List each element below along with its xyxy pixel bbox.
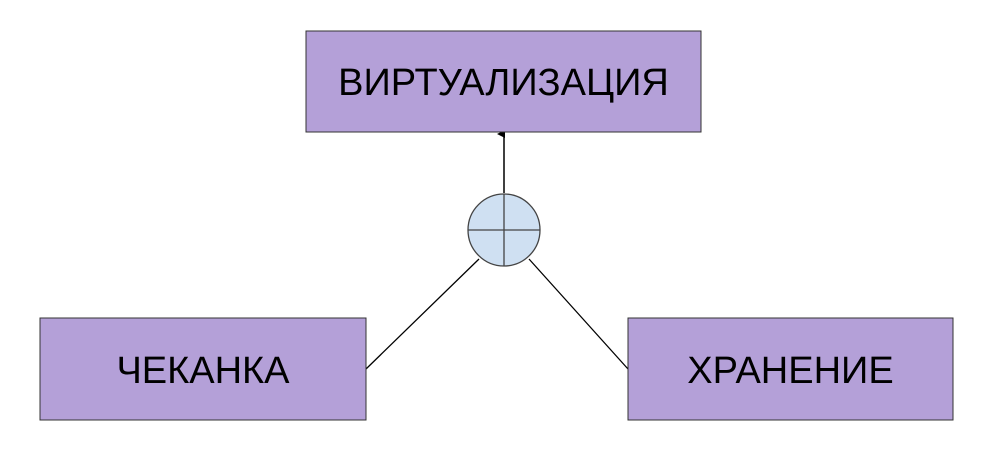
circle-cross-icon [467,193,541,267]
node-chekanka-box [39,317,367,421]
node-virtualization[interactable]: ВИРТУАЛИЗАЦИЯ [305,30,702,133]
node-chekanka-label: ЧЕКАНКА [116,350,290,392]
node-virtualization-label: ВИРТУАЛИЗАЦИЯ [338,62,669,104]
node-hranenie-label: ХРАНЕНИЕ [687,350,893,392]
line-from-hranenie [528,258,629,370]
node-hranenie[interactable]: ХРАНЕНИЕ [627,317,954,421]
node-hranenie-box [627,317,954,421]
node-chekanka[interactable]: ЧЕКАНКА [39,317,367,421]
line-from-chekanka [365,258,480,370]
node-virtualization-box [305,30,702,133]
